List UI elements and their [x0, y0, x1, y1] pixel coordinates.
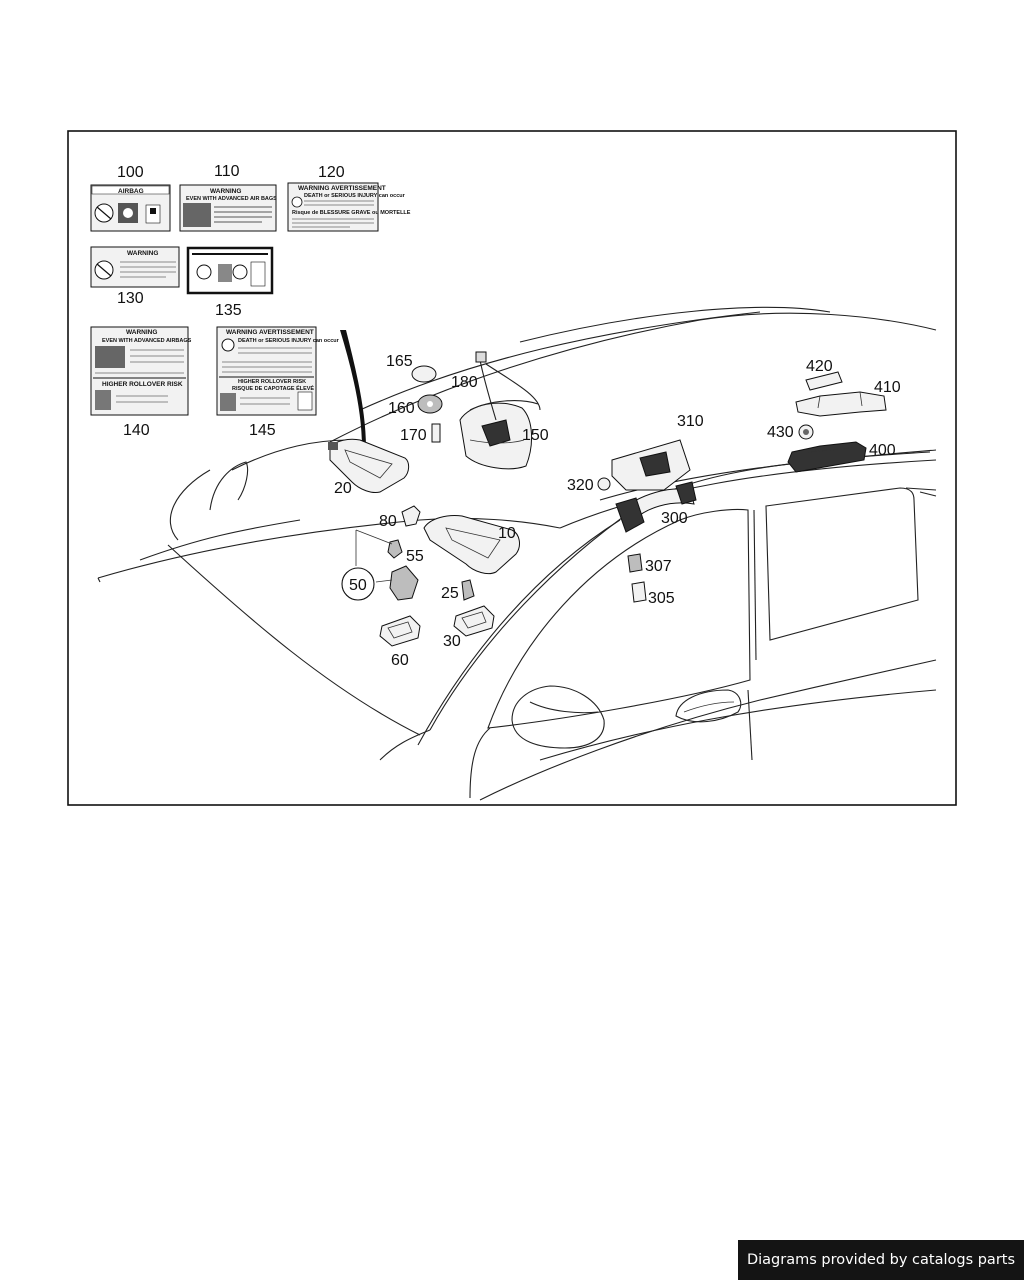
svg-text:WARNING: WARNING [210, 188, 241, 195]
clip-80 [401, 505, 421, 527]
callout-410: 410 [874, 379, 901, 396]
callout-120: 120 [318, 164, 345, 181]
clip-305 [631, 581, 647, 603]
grab-handle-300 [615, 481, 697, 533]
svg-text:EVEN WITH ADVANCED AIR BAGS: EVEN WITH ADVANCED AIR BAGS [186, 196, 277, 202]
svg-text:WARNING AVERTISSEMENT: WARNING AVERTISSEMENT [298, 185, 386, 192]
footer-credit: Diagrams provided by catalogs parts [738, 1240, 1024, 1280]
handle-400 [787, 441, 867, 473]
callout-150: 150 [522, 427, 549, 444]
cover-30 [453, 605, 495, 637]
callout-80: 80 [379, 513, 397, 530]
callout-50-circle [341, 567, 375, 601]
label-145-warning-avertissement: WARNING AVERTISSEMENT DEATH or SERIOUS I… [216, 326, 340, 416]
clip-55 [387, 539, 403, 559]
cover-420 [805, 371, 843, 391]
callout-180: 180 [451, 374, 478, 391]
callout-10: 10 [498, 525, 516, 542]
label-110-warning: WARNING EVEN WITH ADVANCED AIR BAGS [179, 184, 277, 232]
svg-text:DEATH or SERIOUS INJURY can oc: DEATH or SERIOUS INJURY can occur [238, 338, 340, 344]
svg-text:HIGHER ROLLOVER RISK: HIGHER ROLLOVER RISK [102, 381, 183, 388]
screw-170 [431, 423, 441, 443]
callout-50: 50 [349, 577, 367, 594]
clip-307 [627, 553, 643, 573]
callout-300: 300 [661, 510, 688, 527]
nut-430 [798, 424, 814, 440]
callout-100: 100 [117, 164, 144, 181]
label-120-warning-avertissement: WARNING AVERTISSEMENT DEATH or SERIOUS I… [287, 182, 411, 232]
sun-visor-10 [423, 515, 520, 575]
sun-visor-20 [328, 438, 410, 493]
callout-20: 20 [334, 480, 352, 497]
callout-60: 60 [391, 652, 409, 669]
holder-50-bracket [389, 565, 419, 601]
callout-320: 320 [567, 477, 594, 494]
svg-text:WARNING AVERTISSEMENT: WARNING AVERTISSEMENT [226, 329, 314, 336]
disc-160 [417, 394, 443, 414]
svg-text:HIGHER ROLLOVER RISK: HIGHER ROLLOVER RISK [238, 379, 306, 385]
footer-text: Diagrams provided by catalogs parts [746, 1252, 1016, 1268]
callout-307: 307 [645, 558, 672, 575]
overhead-control-150 [459, 402, 533, 470]
label-placement-arrow [340, 330, 366, 448]
callout-145: 145 [249, 422, 276, 439]
callout-25: 25 [441, 585, 459, 602]
callout-130: 130 [117, 290, 144, 307]
svg-text:WARNING: WARNING [127, 250, 158, 257]
callout-170: 170 [400, 427, 427, 444]
callout-160: 160 [388, 400, 415, 417]
disc-165 [411, 365, 437, 383]
callout-140: 140 [123, 422, 150, 439]
callout-30: 30 [443, 633, 461, 650]
label-135 [186, 246, 274, 295]
svg-text:Risque de BLESSURE GRAVE ou MO: Risque de BLESSURE GRAVE ou MORTELLE [292, 210, 411, 216]
svg-text:EVEN WITH ADVANCED AIRBAGS: EVEN WITH ADVANCED AIRBAGS [102, 338, 192, 344]
callout-430: 430 [767, 424, 794, 441]
callout-numbers: 100 110 120 130 135 140 145 165 180 160 … [117, 163, 901, 669]
svg-text:WARNING: WARNING [126, 329, 157, 336]
wiring-180 [469, 351, 541, 421]
svg-text:RISQUE DE CAPOTAGE ÉLEVÉ: RISQUE DE CAPOTAGE ÉLEVÉ [232, 384, 314, 392]
svg-text:AIRBAG: AIRBAG [118, 188, 144, 195]
cover-60 [379, 615, 421, 647]
label-130-warning: WARNING [90, 246, 180, 288]
label-100-airbag: AIRBAG [90, 184, 171, 232]
label-140-warning: WARNING EVEN WITH ADVANCED AIRBAGS HIGHE… [90, 326, 192, 416]
callout-305: 305 [648, 590, 675, 607]
callout-310: 310 [677, 413, 704, 430]
svg-text:DEATH or SERIOUS INJURY can oc: DEATH or SERIOUS INJURY can occur [304, 193, 406, 199]
clip-25 [461, 579, 475, 601]
callout-165: 165 [386, 353, 413, 370]
callout-55: 55 [406, 548, 424, 565]
callout-110: 110 [214, 163, 240, 180]
bracket-410 [795, 391, 887, 417]
callout-400: 400 [869, 442, 896, 459]
screw-320 [597, 477, 611, 491]
callout-420: 420 [806, 358, 833, 375]
callout-135: 135 [215, 302, 242, 319]
